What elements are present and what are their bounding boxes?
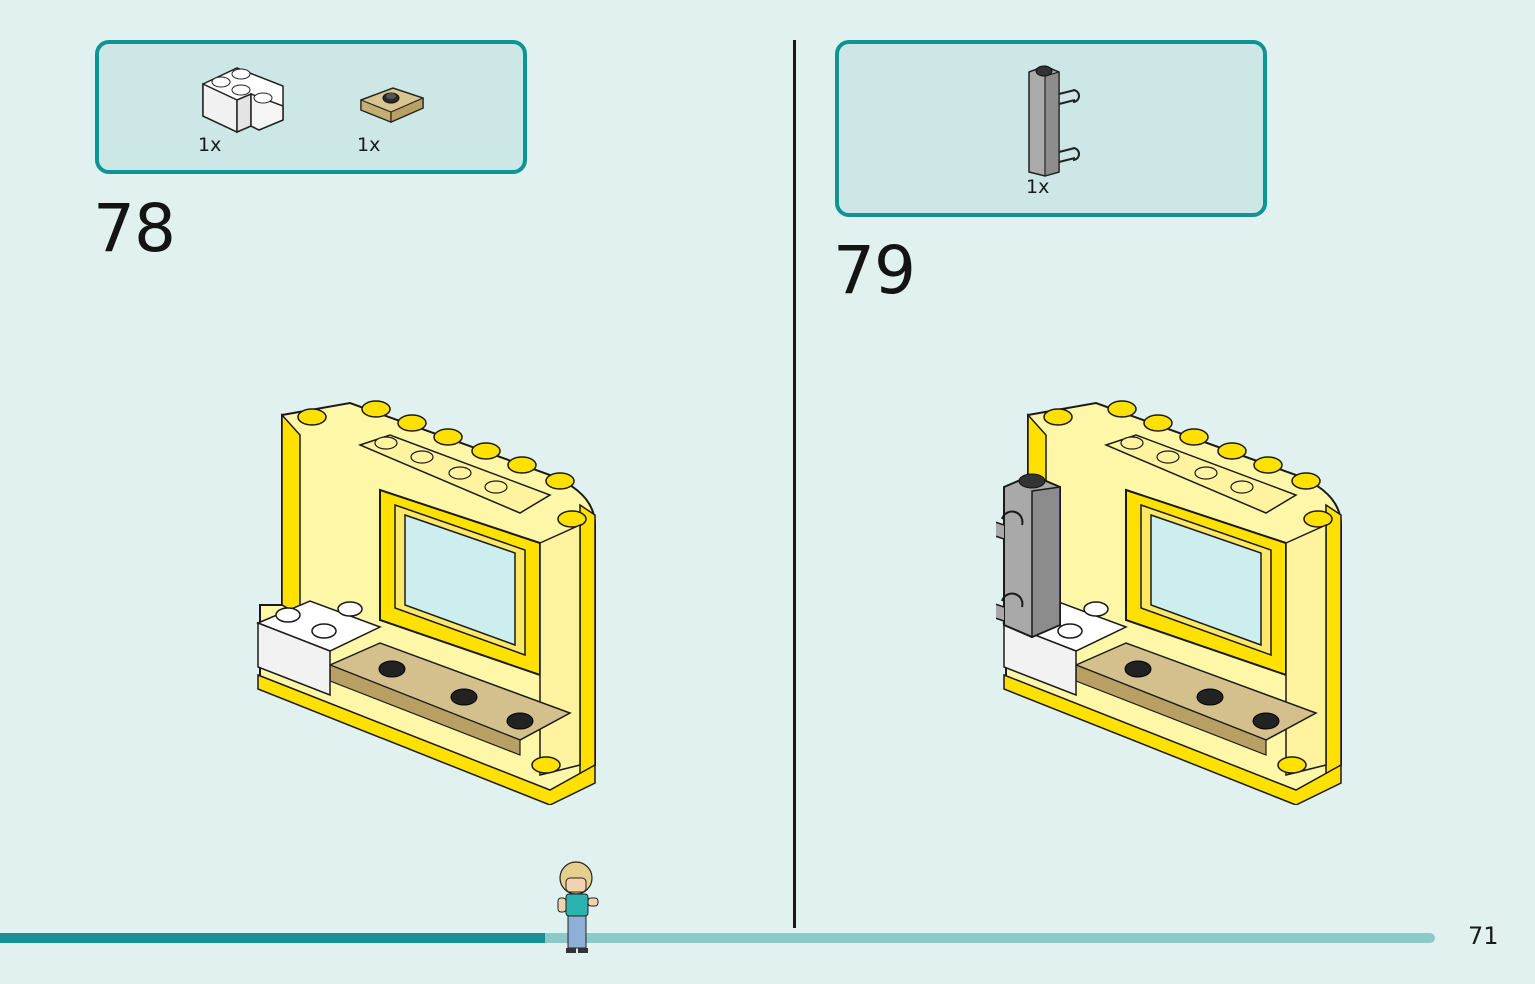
white-corner-brick-icon bbox=[202, 67, 284, 134]
parts-callout-step-79: 1x bbox=[835, 40, 1267, 217]
parts-callout-step-78: 1x 1x bbox=[95, 40, 527, 174]
page-number: 71 bbox=[1468, 922, 1499, 950]
part-quantity: 1x bbox=[1026, 176, 1050, 198]
minifigure-progress-marker-icon bbox=[557, 861, 599, 953]
page-divider bbox=[793, 40, 796, 928]
step-number: 78 bbox=[93, 190, 176, 267]
model-assembly-step-78 bbox=[256, 400, 596, 805]
gray-brick-with-clips-icon bbox=[1028, 65, 1080, 177]
step-number: 79 bbox=[833, 232, 916, 309]
part-quantity: 1x bbox=[198, 134, 222, 156]
model-assembly-step-79 bbox=[996, 400, 1342, 805]
part-quantity: 1x bbox=[357, 134, 381, 156]
tan-jumper-plate-icon bbox=[360, 87, 424, 123]
progress-bar bbox=[0, 933, 1435, 943]
progress-bar-fill bbox=[0, 933, 546, 943]
